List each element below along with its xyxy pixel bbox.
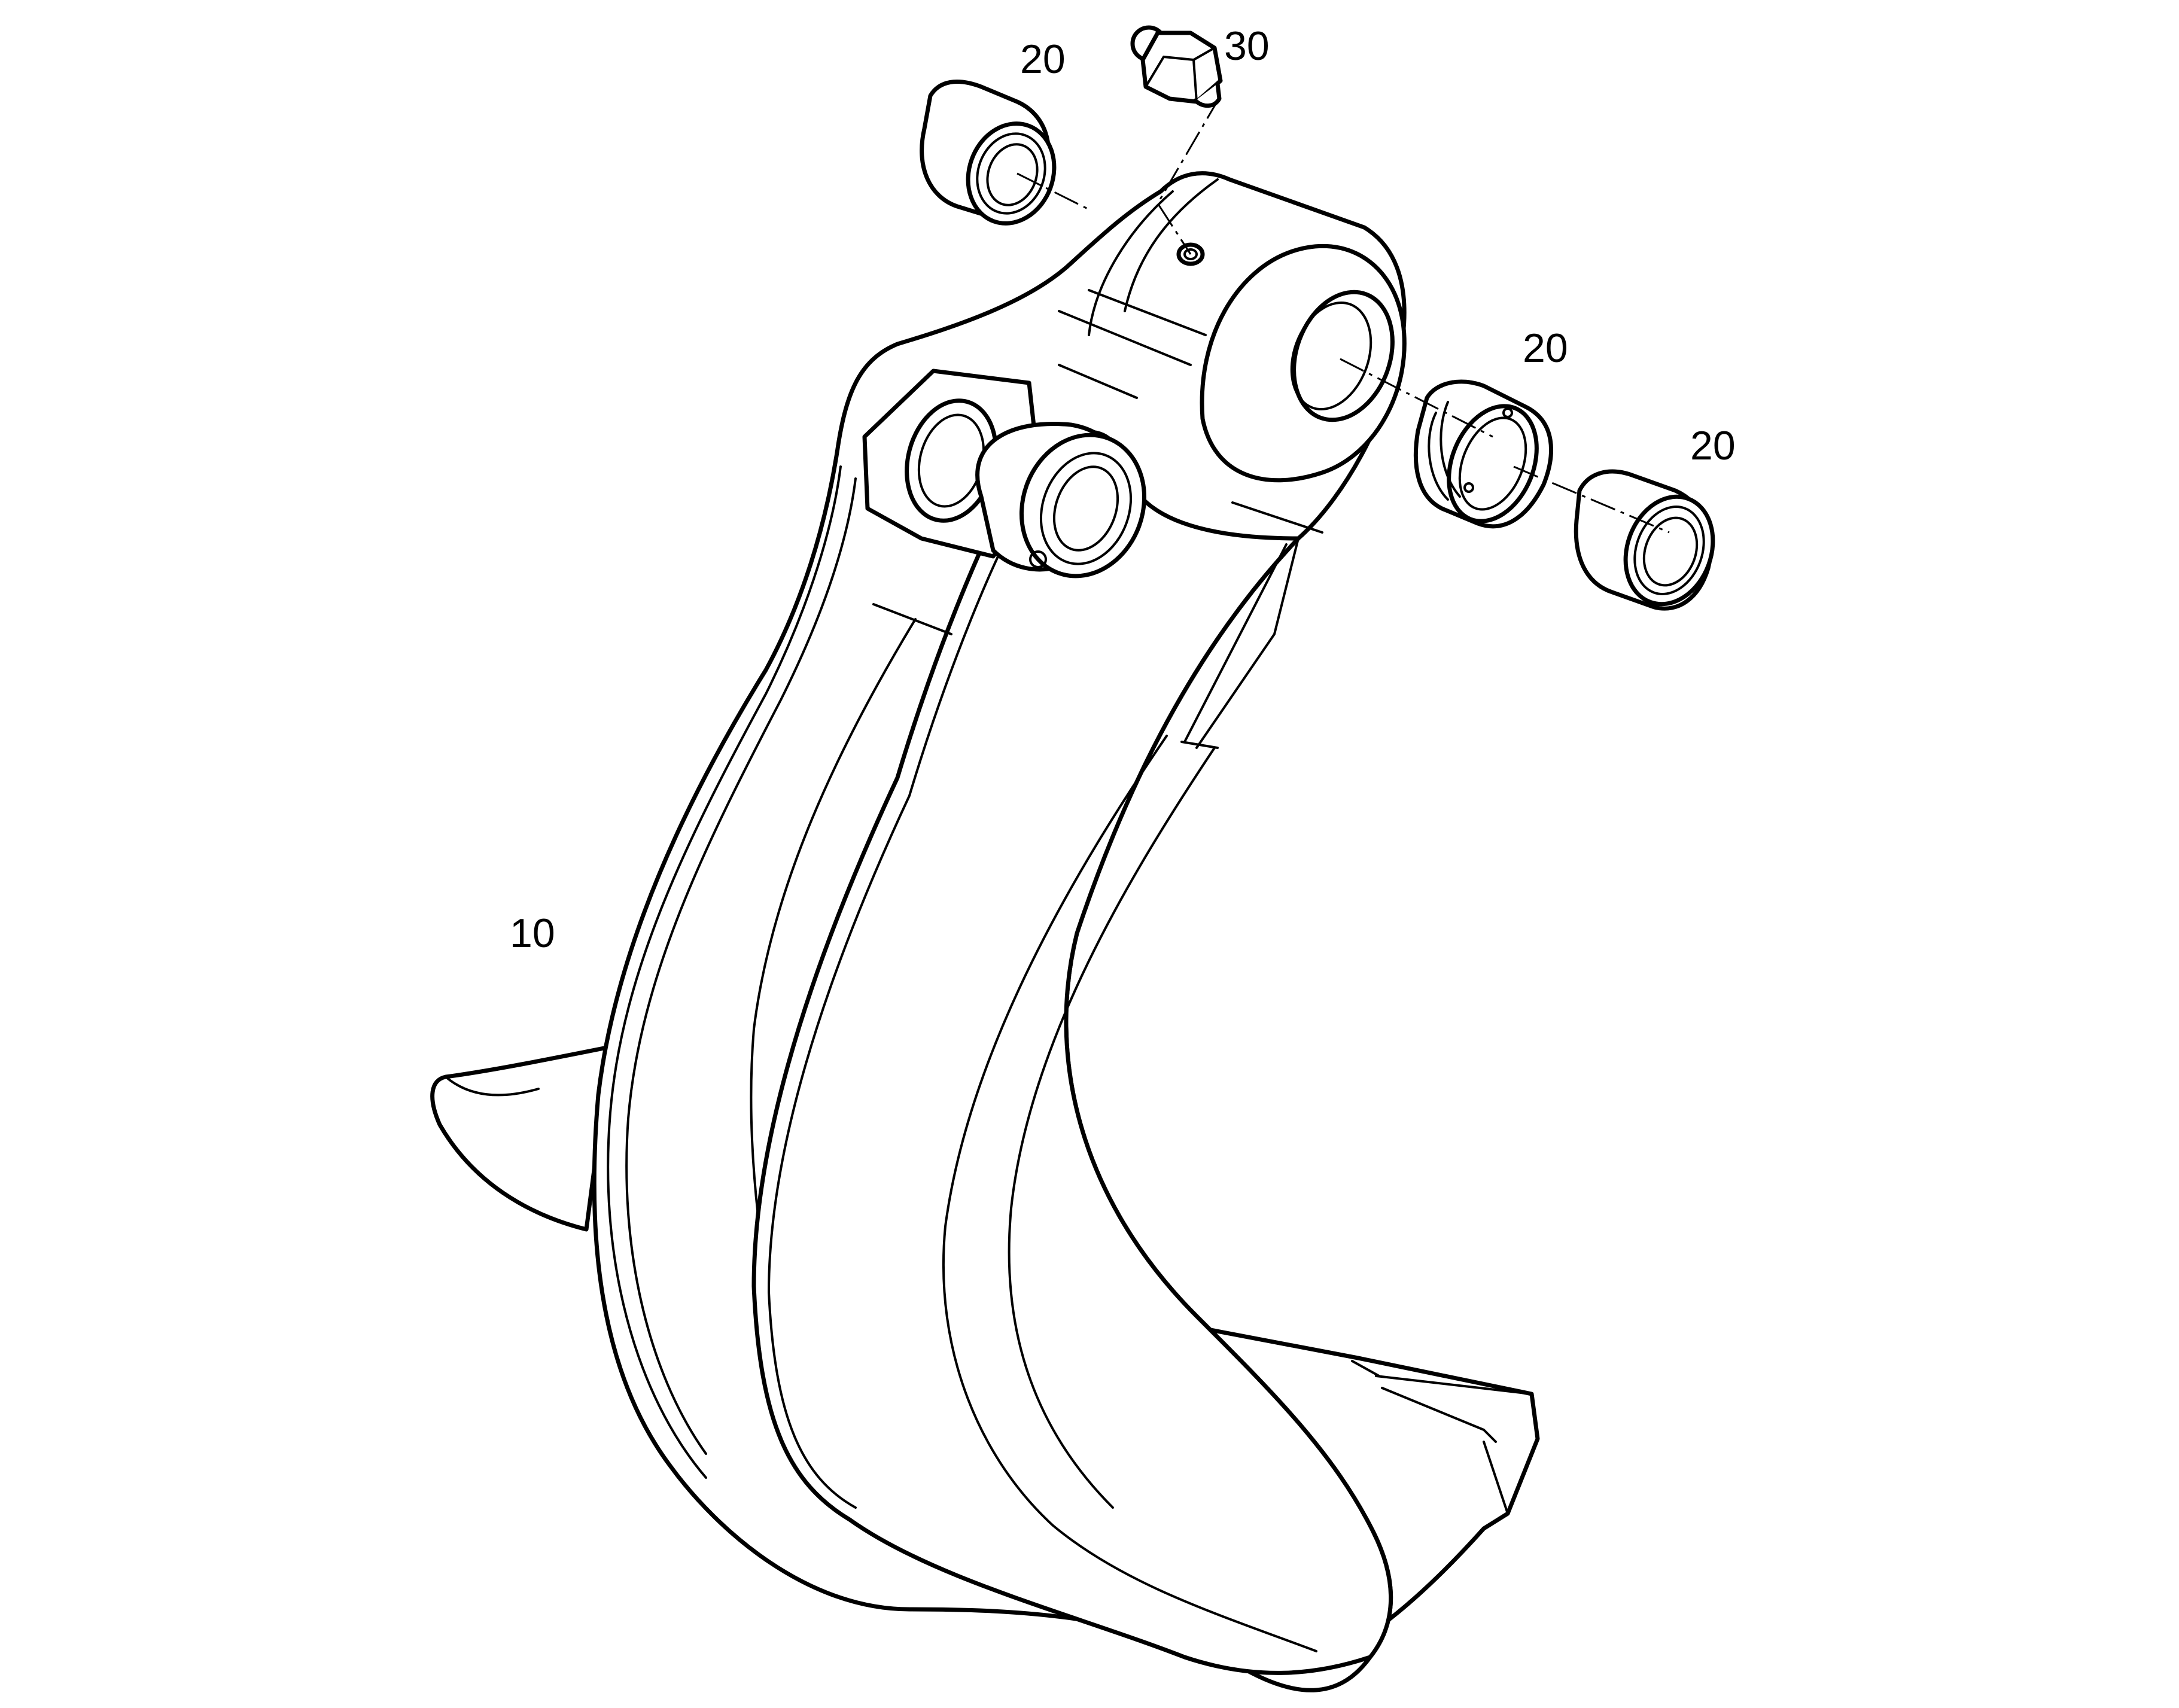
grease-nipple xyxy=(1130,25,1223,108)
ripper-shank-body xyxy=(592,171,1407,1692)
bushing-right xyxy=(1574,469,1715,611)
callout-20-mid: 20 xyxy=(1523,325,1568,371)
callout-20-top: 20 xyxy=(1020,36,1066,82)
callout-10: 10 xyxy=(510,911,555,956)
ripper-tooth-left xyxy=(430,1045,613,1232)
bushing-middle xyxy=(1413,379,1553,529)
callout-20-right: 20 xyxy=(1690,423,1736,468)
callout-30: 30 xyxy=(1224,23,1270,69)
bushing-top-left xyxy=(920,80,1057,226)
assembly-centerlines xyxy=(1017,95,1670,534)
